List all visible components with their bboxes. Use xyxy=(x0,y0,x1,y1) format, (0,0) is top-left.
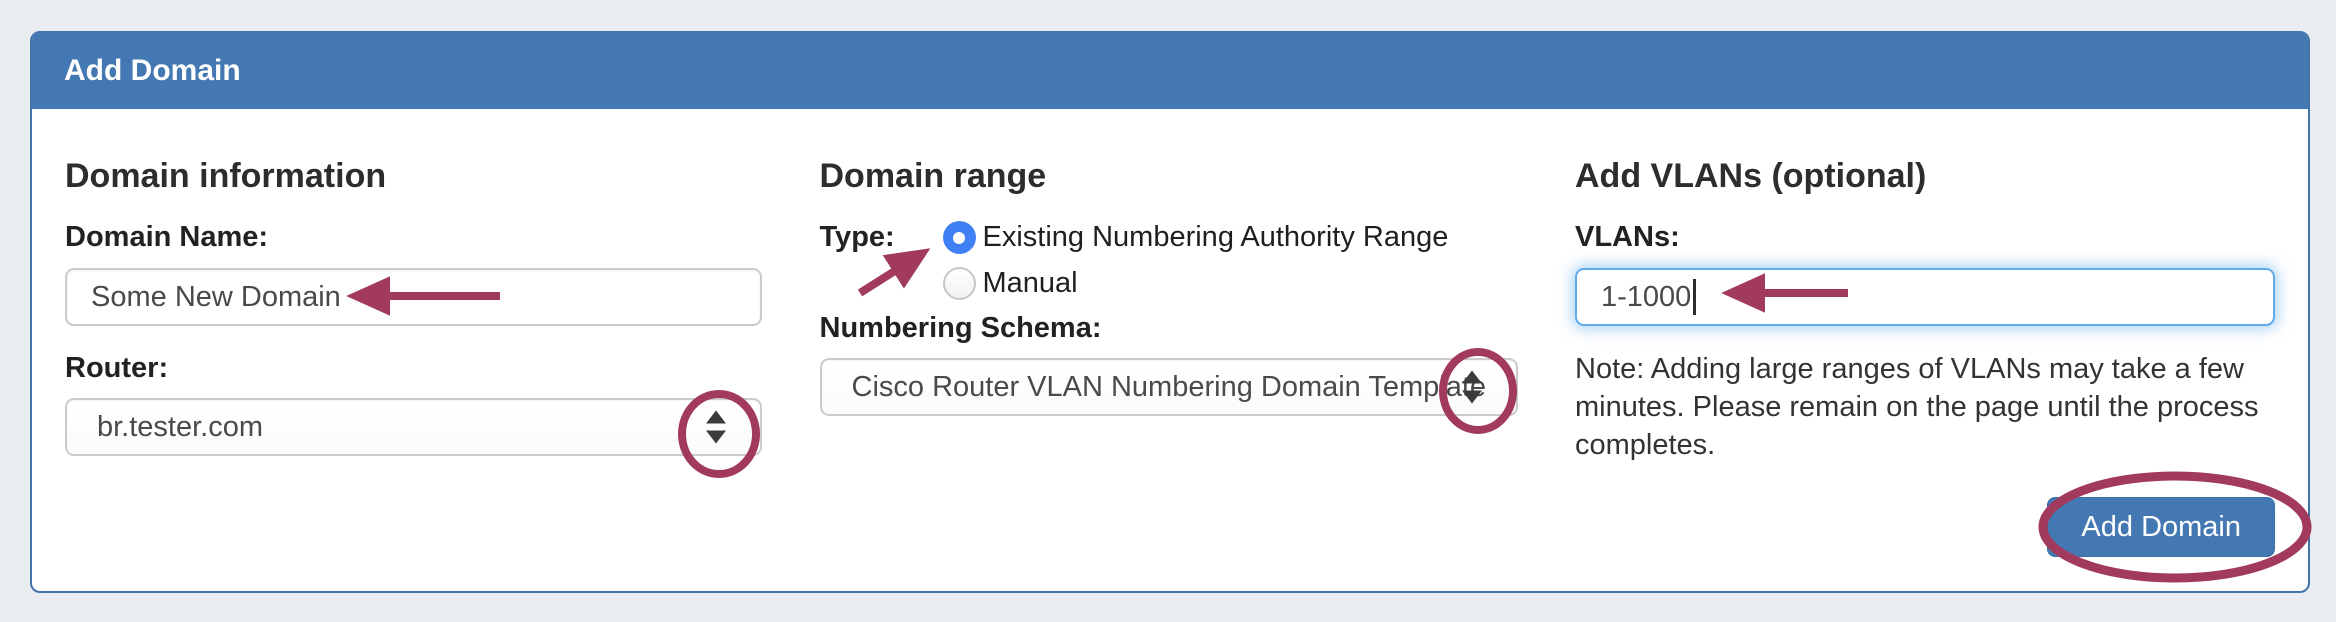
domain-name-label: Domain Name: xyxy=(65,221,269,253)
triangle-up-icon xyxy=(706,410,726,424)
add-domain-panel: Add Domain Domain information Domain Nam… xyxy=(30,31,2310,593)
domain-information-heading: Domain information xyxy=(65,157,387,195)
select-stepper-icon xyxy=(1461,370,1482,404)
vlans-input[interactable]: 1-1000 xyxy=(1575,268,2275,326)
router-label: Router: xyxy=(65,352,169,384)
panel-header: Add Domain xyxy=(32,33,2308,109)
text-cursor xyxy=(1693,279,1697,315)
section-add-vlans: Add VLANs (optional) VLANs: 1-1000 Note:… xyxy=(1575,157,2275,557)
add-domain-button[interactable]: Add Domain xyxy=(2047,497,2275,557)
panel-body: Domain information Domain Name: Router: … xyxy=(32,109,2308,557)
vlans-input-value: 1-1000 xyxy=(1601,281,1692,313)
section-domain-range: Domain range Type: Existing Numbering Au… xyxy=(819,157,1518,557)
section-domain-information: Domain information Domain Name: Router: … xyxy=(65,157,762,557)
numbering-schema-label: Numbering Schema: xyxy=(819,312,1102,344)
radio-label-manual: Manual xyxy=(982,267,1078,299)
radio-label-existing: Existing Numbering Authority Range xyxy=(982,221,1449,253)
add-vlans-heading: Add VLANs (optional) xyxy=(1575,157,1927,195)
radio-option-existing-numbering-authority-range[interactable]: Existing Numbering Authority Range xyxy=(942,221,1449,254)
domain-range-heading: Domain range xyxy=(819,157,1047,195)
type-label: Type: xyxy=(819,221,895,253)
router-select-value: br.tester.com xyxy=(97,410,264,443)
type-field: Type: Existing Numbering Authority Range… xyxy=(820,221,1518,300)
triangle-down-icon xyxy=(1461,390,1482,404)
radio-option-manual[interactable]: Manual xyxy=(942,267,1449,300)
radio-selected-icon[interactable] xyxy=(942,221,976,254)
vlans-note: Note: Adding large ranges of VLANs may t… xyxy=(1575,353,2259,461)
radio-unselected-icon[interactable] xyxy=(942,267,976,300)
domain-name-input[interactable] xyxy=(65,268,762,326)
type-radio-group: Existing Numbering Authority Range Manua… xyxy=(942,221,1449,300)
panel-title: Add Domain xyxy=(64,54,241,87)
numbering-schema-select[interactable]: Cisco Router VLAN Numbering Domain Templ… xyxy=(819,358,1518,416)
vlans-label: VLANs: xyxy=(1575,221,1680,253)
router-select[interactable]: br.tester.com xyxy=(65,398,762,456)
numbering-schema-select-value: Cisco Router VLAN Numbering Domain Templ… xyxy=(851,370,1487,403)
select-stepper-icon xyxy=(706,410,726,444)
triangle-up-icon xyxy=(1461,370,1482,384)
triangle-down-icon xyxy=(706,430,726,444)
